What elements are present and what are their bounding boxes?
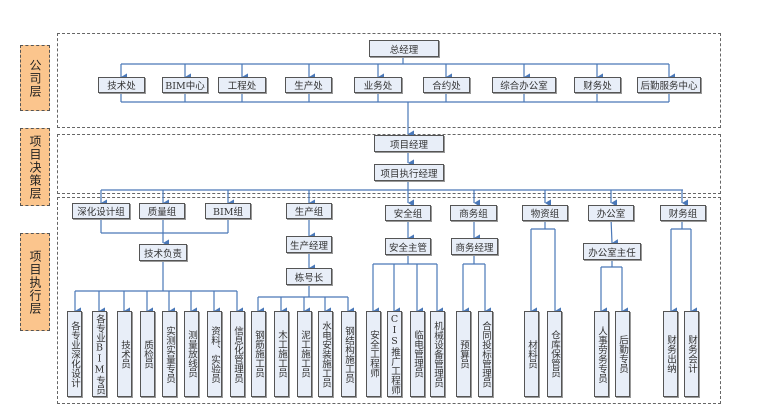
dept-box: 业务处 — [354, 77, 402, 93]
group-box: BIM组 — [205, 203, 251, 219]
staff-box: 木工施工员 — [274, 311, 289, 397]
staff-label: CIS推广工程师 — [389, 313, 400, 395]
staff-label: 安全工程师 — [368, 330, 379, 378]
group-box: 安全组 — [385, 205, 431, 221]
group-box: 深化设计组 — [72, 203, 130, 219]
staff-box: 水电安装施工员 — [318, 311, 333, 397]
tech-lead-box: 技术负责 — [139, 244, 187, 261]
staff-label: 木工施工员 — [276, 330, 287, 378]
business-manager-box: 商务经理 — [451, 238, 498, 255]
staff-label: 各专业BIM专员 — [94, 313, 105, 395]
staff-box: 实测实量专员 — [162, 311, 177, 397]
group-box: 财务组 — [660, 205, 706, 221]
staff-box: 财务出纳 — [663, 311, 678, 397]
general-manager-box: 总经理 — [369, 40, 439, 57]
staff-box: 资料、实验员 — [207, 311, 222, 397]
section-execution — [57, 197, 721, 404]
group-box: 质量组 — [139, 203, 185, 219]
group-box: 商务组 — [450, 205, 497, 221]
staff-label: 财务会计 — [686, 335, 697, 373]
staff-label: 实测实量专员 — [164, 325, 175, 383]
executive-manager-box: 项目执行经理 — [374, 164, 444, 181]
dept-box: 技术处 — [98, 77, 145, 93]
staff-label: 泥工施工员 — [299, 330, 310, 378]
staff-box: 仓库保管员 — [547, 311, 562, 397]
production-manager-box: 生产经理 — [286, 236, 332, 253]
staff-label: 人事劳务专员 — [596, 325, 607, 383]
staff-box: 人事劳务专员 — [594, 311, 609, 397]
staff-label: 仓库保管员 — [549, 330, 560, 378]
staff-box: 钢筋施工员 — [251, 311, 266, 397]
staff-box: 技术员 — [117, 311, 132, 397]
staff-box: 财务会计 — [684, 311, 699, 397]
staff-box: 质检员 — [140, 311, 155, 397]
project-manager-box: 项目经理 — [374, 135, 444, 152]
staff-box: 信息化管理员 — [230, 311, 245, 397]
staff-label: 钢筋施工员 — [253, 330, 264, 378]
dept-box: 综合办公室 — [492, 77, 556, 93]
staff-box: 材料员 — [524, 311, 539, 397]
staff-label: 资料、实验员 — [209, 325, 220, 383]
section-company — [57, 33, 721, 128]
layer-label-decision: 项目决策层 — [20, 128, 50, 206]
staff-label: 财务出纳 — [665, 335, 676, 373]
group-box: 办公室 — [588, 205, 634, 221]
staff-label: 材料员 — [526, 339, 537, 369]
staff-label: 各专业深化设计 — [69, 320, 80, 388]
staff-label: 临电管理员 — [412, 330, 423, 378]
staff-label: 技术员 — [119, 339, 130, 369]
section-decision — [57, 134, 721, 194]
staff-label: 测量放线员 — [186, 330, 197, 378]
staff-box: CIS推广工程师 — [387, 311, 402, 397]
staff-box: 测量放线员 — [184, 311, 199, 397]
staff-label: 钢结构施工员 — [343, 325, 354, 383]
safety-supervisor-box: 安全主管 — [385, 238, 431, 255]
dept-box: 生产处 — [285, 77, 332, 93]
dept-box: BIM中心 — [162, 77, 208, 93]
staff-label: 机械设备管理员 — [432, 320, 443, 388]
group-box: 生产组 — [286, 203, 332, 219]
building-leader-box: 栋号长 — [286, 268, 332, 285]
staff-box: 机械设备管理员 — [430, 311, 445, 397]
group-box: 物资组 — [522, 205, 568, 221]
staff-box: 钢结构施工员 — [341, 311, 356, 397]
layer-label-company: 公司层 — [20, 45, 50, 111]
dept-box: 工程处 — [218, 77, 266, 93]
staff-label: 预算员 — [458, 339, 469, 369]
staff-box: 各专业深化设计 — [67, 311, 82, 397]
dept-box: 后勤服务中心 — [637, 77, 701, 93]
staff-label: 合同投标管理员 — [480, 320, 491, 388]
dept-box: 财务处 — [574, 77, 621, 93]
staff-box: 合同投标管理员 — [478, 311, 493, 397]
staff-box: 临电管理员 — [410, 311, 425, 397]
office-director-box: 办公室主任 — [583, 243, 641, 260]
staff-box: 安全工程师 — [366, 311, 381, 397]
staff-label: 信息化管理员 — [232, 325, 243, 383]
dept-box: 合约处 — [423, 77, 470, 93]
staff-box: 预算员 — [456, 311, 471, 397]
staff-box: 后勤专员 — [615, 311, 630, 397]
staff-label: 后勤专员 — [617, 335, 628, 373]
staff-label: 水电安装施工员 — [320, 320, 331, 388]
staff-box: 各专业BIM专员 — [92, 311, 107, 397]
staff-label: 质检员 — [142, 339, 153, 369]
staff-box: 泥工施工员 — [297, 311, 312, 397]
layer-label-execution: 项目执行层 — [20, 233, 50, 331]
